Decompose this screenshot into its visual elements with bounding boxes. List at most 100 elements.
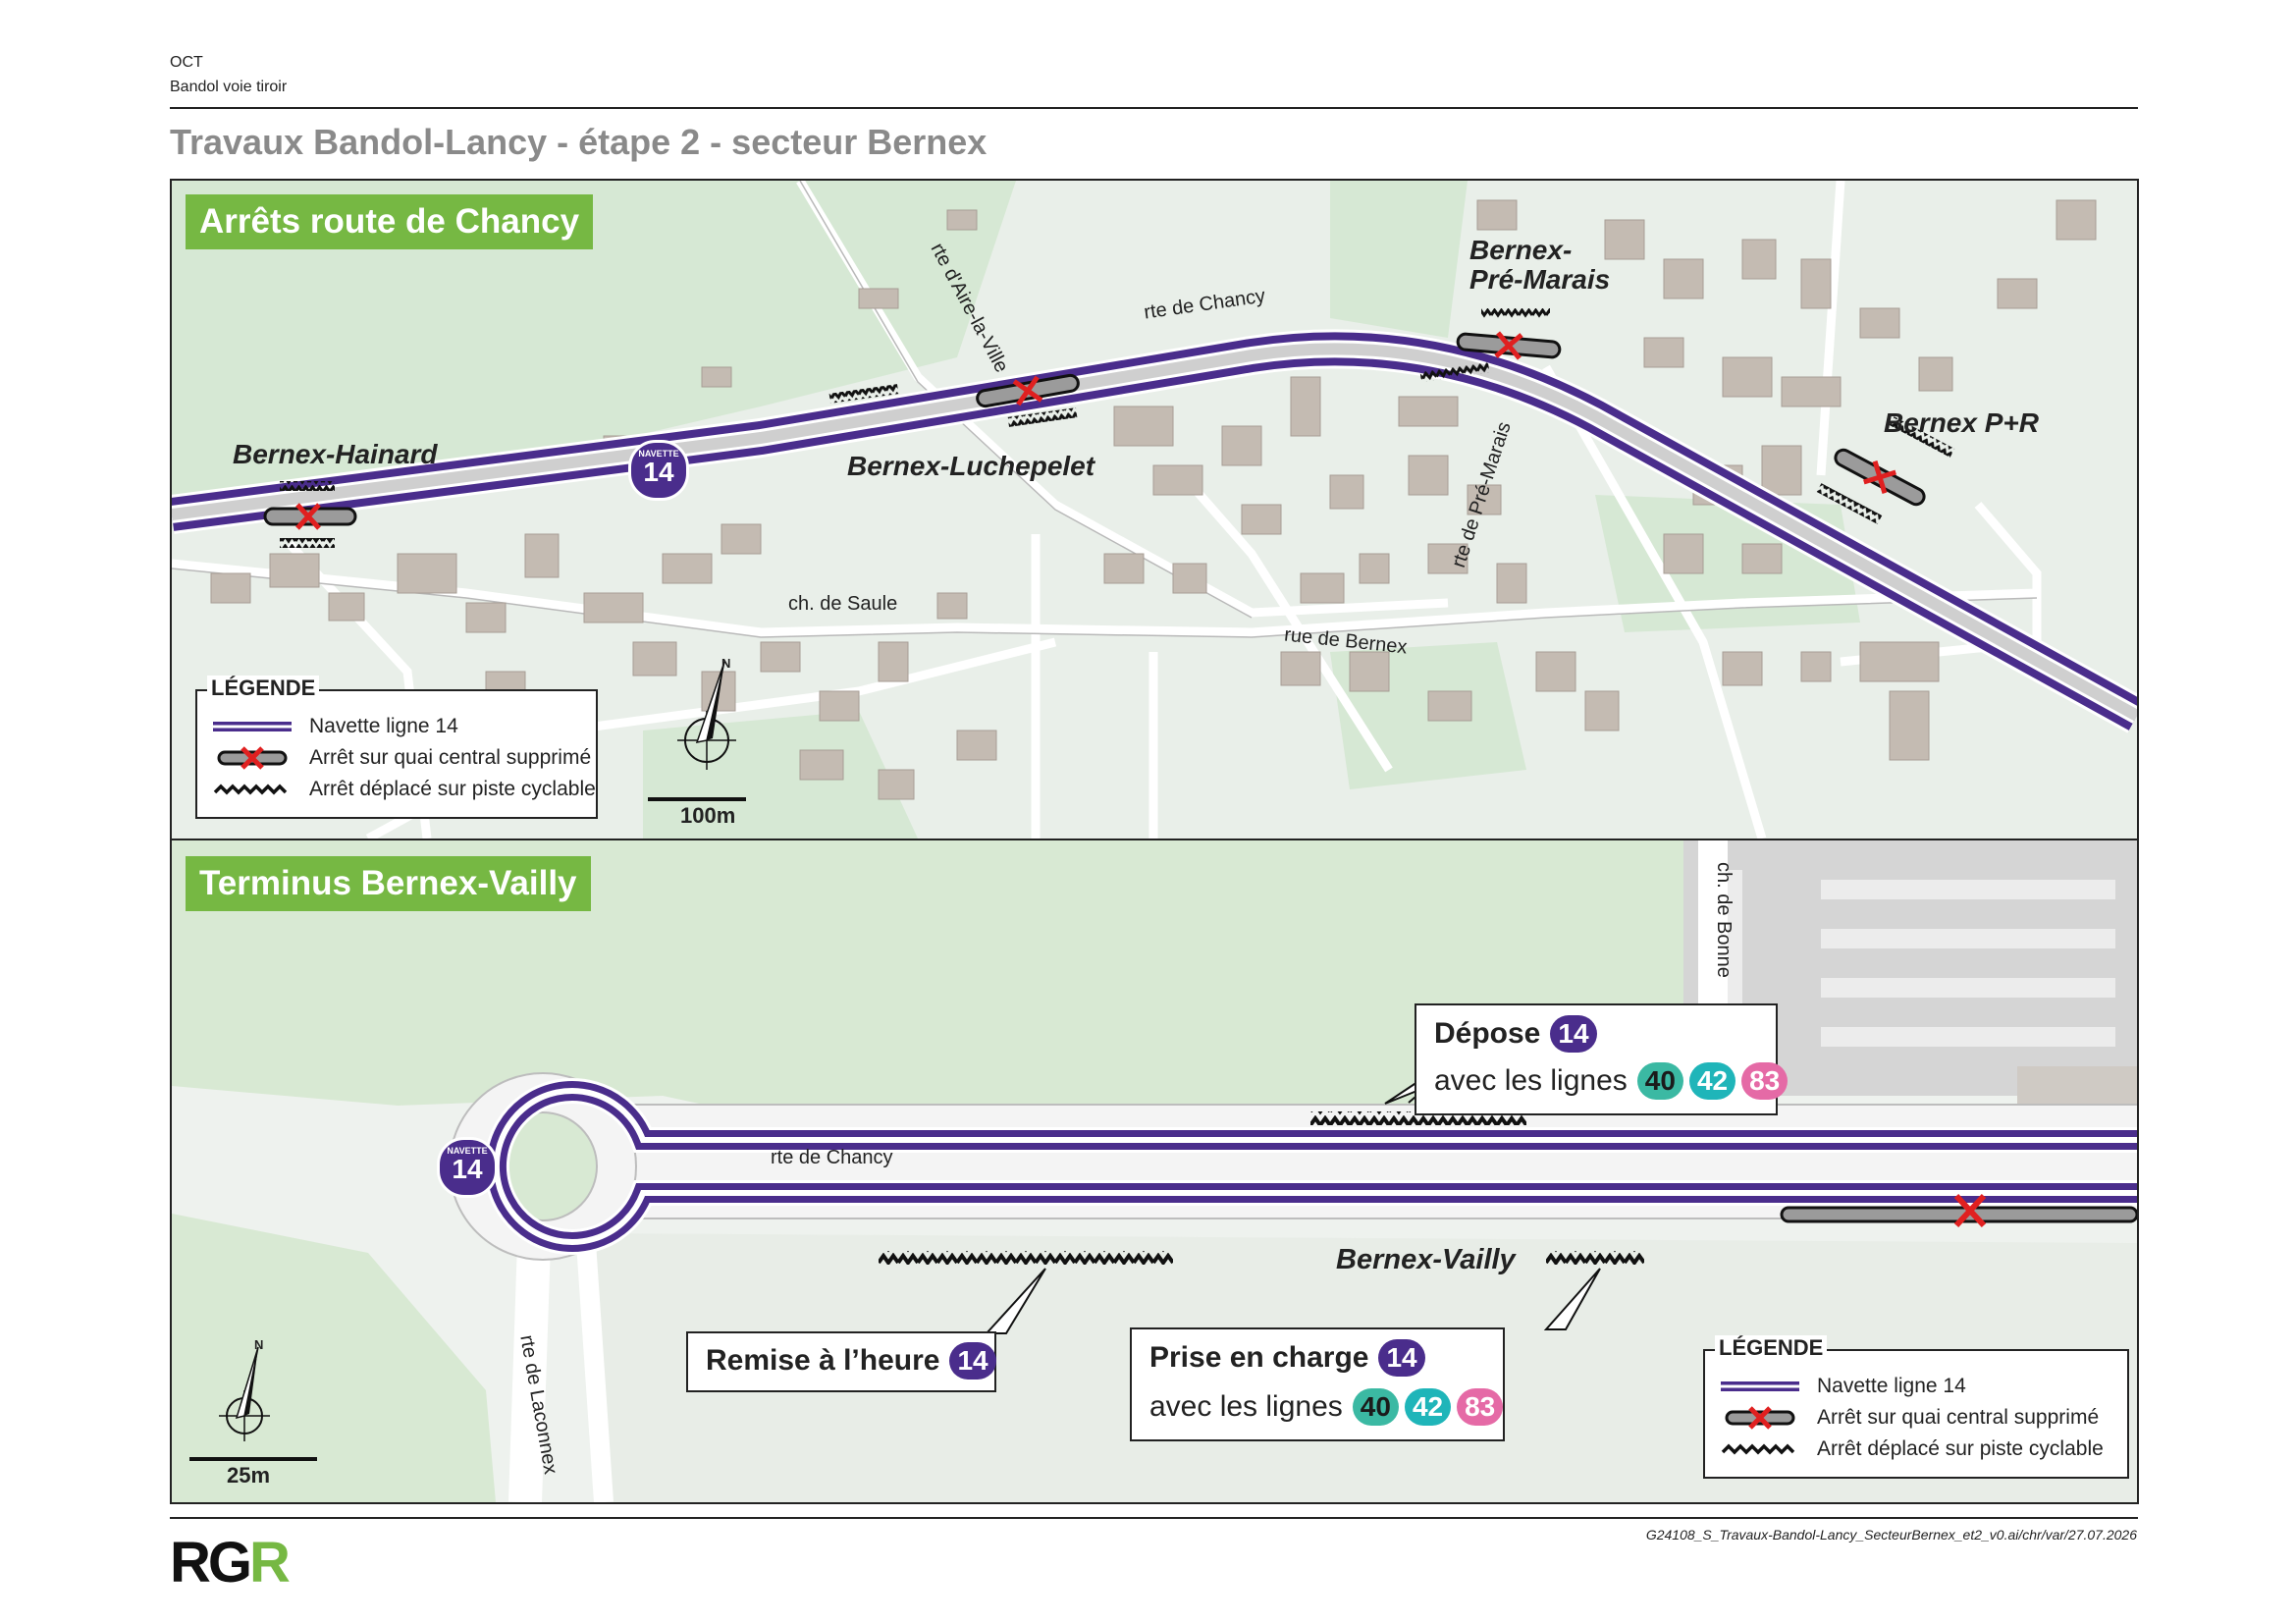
removed-stop-pre-marais [1456,331,1562,360]
stop-label-pre-marais-2: Pré-Marais [1469,264,1611,295]
legend-row-removed: Arrêt sur quai central supprimé [1719,1404,2099,1432]
north-arrow-icon [219,1346,270,1441]
road-label-chancy-bottom: rte de Chancy [771,1147,893,1168]
footer-rule [170,1517,2138,1519]
moved-stop-hainard-south [280,538,335,548]
legend-title: LÉGENDE [1715,1335,1828,1361]
callout-depose: Dépose 14 avec les lignes 40 42 83 [1415,1003,1789,1115]
header-subtitle: Bandol voie tiroir [170,79,288,95]
line-badge-83: 83 [1741,1062,1789,1100]
header-org: OCT [170,54,203,71]
moved-stop-pre-marais-north [1481,308,1550,318]
callout-depose-row2: avec les lignes 40 42 83 [1434,1062,1789,1100]
callout-remise-title: Remise à l’heure [706,1344,940,1377]
line-badge-40: 40 [1636,1062,1683,1100]
callout-prise-title: Prise en charge [1149,1341,1369,1374]
panel-title-chancy: Arrêts route de Chancy [186,194,594,249]
legend-label-moved: Arrêt déplacé sur piste cyclable [1817,1437,2104,1460]
rgr-logo: RGR [170,1530,291,1596]
line-badge-14: 14 [1550,1015,1597,1053]
callout-depose-row1: Dépose 14 [1434,1015,1597,1053]
minor-roads-edge [172,181,2038,638]
callout-depose-with: avec les lignes [1434,1064,1628,1097]
removed-stop-hainard [263,503,357,530]
moved-stop-luchepelet-north [828,384,899,404]
line-badge-42: 42 [1404,1388,1452,1426]
road-center [172,343,2137,722]
moved-stop-hainard-north [280,481,335,491]
line-badge-83: 83 [1457,1388,1504,1426]
north-label-top: N [721,656,731,671]
line-badge-42: 42 [1688,1062,1736,1100]
callout-prise: Prise en charge 14 avec les lignes 40 42… [1130,1327,1505,1441]
header-rule [170,107,2138,109]
north-label-bottom: N [254,1337,264,1352]
legend-label-removed: Arrêt sur quai central supprimé [1817,1406,2100,1429]
callout-remise: Remise à l’heure 14 [686,1331,996,1392]
scale-label-bottom: 25m [227,1463,271,1488]
legend-label-moved: Arrêt déplacé sur piste cyclable [309,778,596,800]
callout-prise-with: avec les lignes [1149,1390,1343,1423]
logo-text-b: R [249,1531,291,1595]
pointer-prise [1543,1268,1601,1330]
stop-label-pr: Bernex P+R [1884,407,2039,438]
map-panel-chancy[interactable]: Arrêts route de Chancy rte de Chancy rte… [170,179,2139,840]
shuttle-badge-top: NAVETTE 14 [628,440,689,501]
moved-stop-remise [879,1251,1173,1265]
line-badge-14: 14 [1378,1339,1425,1377]
legend-row-moved: Arrêt déplacé sur piste cyclable [211,776,596,803]
removed-stop-pr [1834,448,1926,507]
legend-top: LÉGENDE Navette ligne 14 Arrêt sur quai … [195,676,598,819]
moved-stop-pr-north [1889,416,1955,458]
moved-stop-pre-marais-south [1419,362,1490,382]
stop-label-pre-marais-1: Bernex- [1469,235,1573,265]
legend-title: LÉGENDE [207,676,320,701]
stop-label-hainard: Bernex-Hainard [233,439,438,469]
moved-stop-prise [1546,1251,1644,1265]
legend-label-shuttle: Navette ligne 14 [309,715,458,737]
panel-title-vailly: Terminus Bernex-Vailly [186,856,591,911]
line-badge-40: 40 [1352,1388,1399,1426]
shuttle-line-icon [213,722,292,731]
legend-bottom: LÉGENDE Navette ligne 14 Arrêt sur quai … [1703,1335,2129,1479]
scale-label-top: 100m [680,803,736,828]
callout-prise-row2: avec les lignes 40 42 83 [1149,1388,1504,1426]
moved-stop-icon [213,784,288,795]
shuttle-line-icon [1721,1381,1799,1391]
legend-row-shuttle: Navette ligne 14 [1719,1373,1966,1400]
north-arrow-icon [677,661,736,770]
stop-label-vailly: Bernex-Vailly [1336,1244,1516,1275]
legend-label-removed: Arrêt sur quai central supprimé [309,746,592,769]
shuttle-badge-small: NAVETTE [447,1146,488,1156]
field-north [172,840,1683,1125]
road-chancy-edge-n [594,1104,2137,1106]
road-label-saule: ch. de Saule [788,593,898,615]
removed-stop-vailly [1780,1193,2137,1228]
shuttle-badge-number: 14 [452,1154,483,1184]
moved-stop-pr-south [1816,483,1883,524]
moved-stop-icon [1721,1443,1795,1455]
callout-prise-row1: Prise en charge 14 [1149,1339,1425,1377]
legend-row-removed: Arrêt sur quai central supprimé [211,744,591,772]
map-chancy-svg [172,181,2137,839]
road-label-bonne: ch. de Bonne [1713,862,1735,978]
logo-text-a: RG [170,1531,252,1595]
shuttle-badge-small: NAVETTE [638,449,679,459]
map-panel-vailly[interactable]: Terminus Bernex-Vailly rte de Chancy ch.… [170,839,2139,1504]
road-chancy-edge-s [594,1218,2137,1219]
callout-remise-row: Remise à l’heure 14 [706,1342,996,1380]
buildings [210,199,2097,800]
shuttle-badge-bottom: NAVETTE 14 [437,1137,498,1198]
pointer-remise [984,1268,1046,1334]
callout-depose-title: Dépose [1434,1017,1541,1050]
moved-stop-luchepelet-south [1007,407,1078,427]
footer-file-reference: G24108_S_Travaux-Bandol-Lancy_SecteurBer… [1645,1527,2137,1543]
removed-stop-luchepelet [976,373,1080,408]
stop-label-luchepelet: Bernex-Luchepelet [847,451,1095,481]
removed-stop-icon [217,746,288,770]
removed-stop-icon [1725,1406,1795,1430]
legend-label-shuttle: Navette ligne 14 [1817,1375,1966,1397]
legend-row-moved: Arrêt déplacé sur piste cyclable [1719,1435,2104,1463]
field-southwest [172,1214,496,1502]
page-title: Travaux Bandol-Lancy - étape 2 - secteur… [170,122,988,162]
